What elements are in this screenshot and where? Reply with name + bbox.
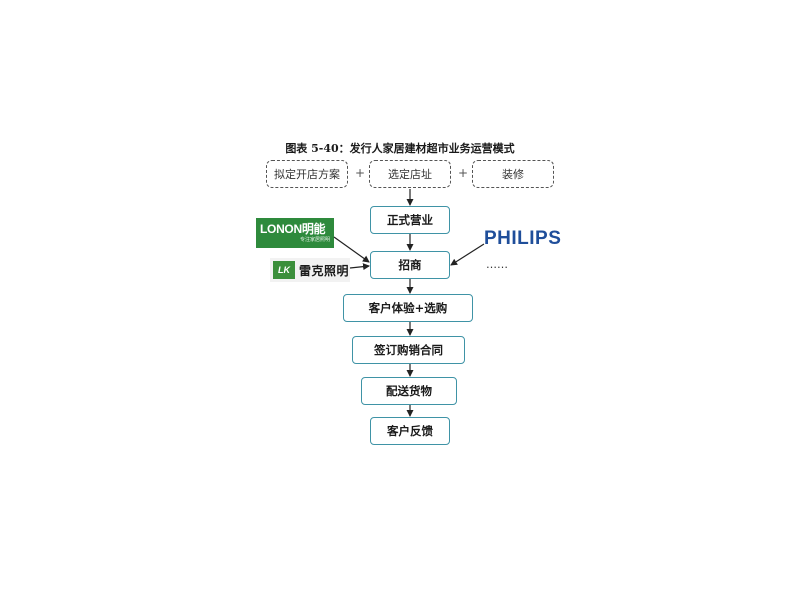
plus-sign-1: + (355, 166, 366, 180)
lonon-brand-name: LONON明能 (260, 222, 326, 236)
step-customer-feedback: 客户反馈 (370, 417, 450, 445)
arrow-lk-to-recruit (349, 263, 370, 271)
lk-mark-icon: LK (273, 261, 295, 279)
prep-box-plan: 拟定开店方案 (266, 160, 348, 188)
lonon-logo: LONON明能 专注家居照明 (256, 218, 334, 248)
step-sign-contract: 签订购销合同 (352, 336, 465, 364)
arrow-philips-to-recruit (450, 243, 485, 266)
lk-logo: LK 雷克照明 (270, 258, 350, 282)
lk-brand-name: 雷克照明 (299, 263, 350, 278)
step-deliver-goods: 配送货物 (361, 377, 457, 405)
more-brands-ellipsis: …… (486, 258, 508, 271)
lonon-tagline: 专注家居照明 (299, 237, 330, 243)
diagram-title: 图表 5-40：发行人家居建材超市业务运营模式 (285, 142, 515, 155)
step-merchant-recruitment: 招商 (370, 251, 450, 279)
prep-box-site: 选定店址 (369, 160, 451, 188)
prep-box-decoration: 装修 (472, 160, 554, 188)
step-open-business: 正式营业 (370, 206, 450, 234)
philips-logo: PHILIPS (484, 228, 562, 249)
arrow-lonon-to-recruit (333, 236, 370, 263)
step-customer-experience: 客户体验+选购 (343, 294, 473, 322)
plus-sign-2: + (458, 166, 469, 180)
